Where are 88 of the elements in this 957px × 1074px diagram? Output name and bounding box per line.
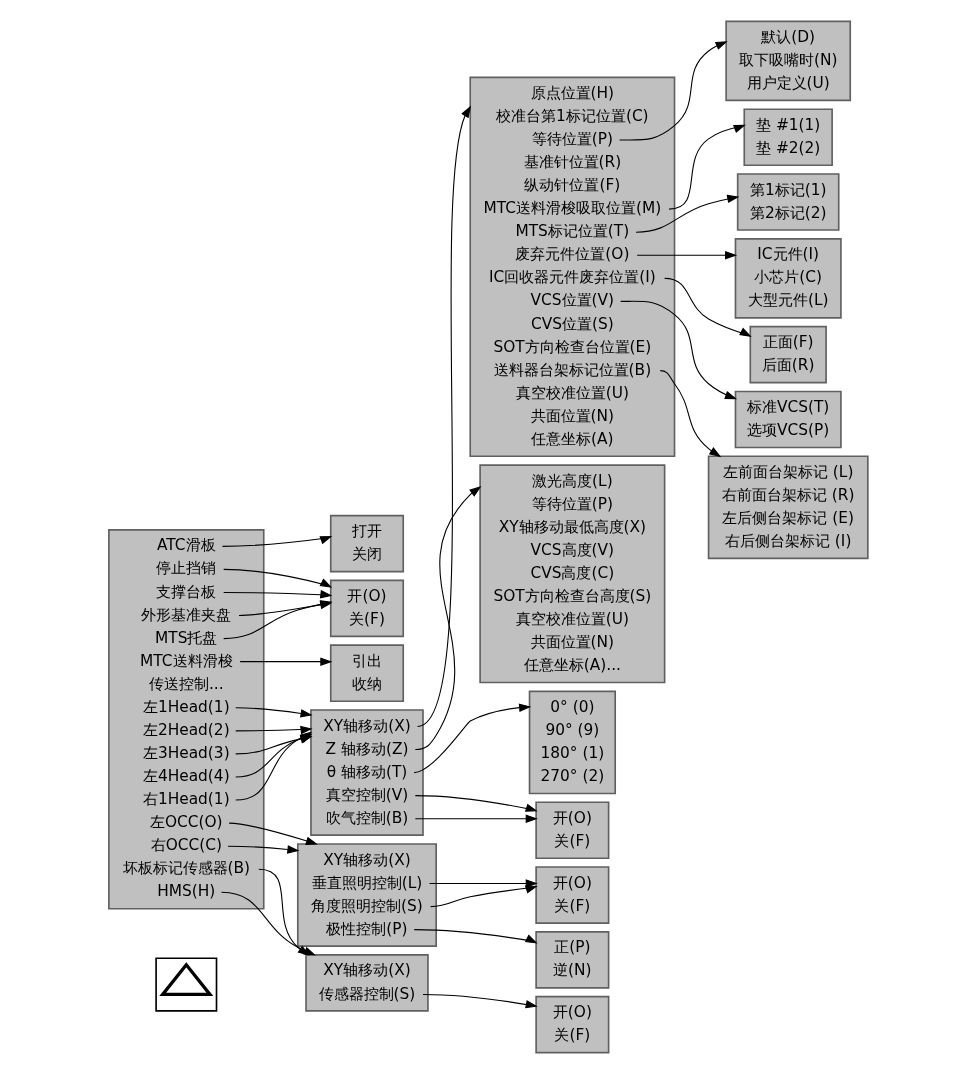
node-text: 垫 #2(2): [756, 138, 821, 157]
node-text: 右OCC(C): [150, 836, 222, 855]
node-text: 左后侧台架标记 (E): [722, 508, 854, 527]
node-text: XY轴移动(X): [323, 716, 411, 735]
node-text: 激光高度(L): [532, 471, 613, 490]
node-text: 开(O): [552, 1003, 592, 1022]
node-text: 开(O): [552, 808, 592, 827]
node-text: 收纳: [351, 674, 382, 693]
node-text: 垂直照明控制(L): [311, 873, 423, 892]
node-text: 任意坐标(A)...: [523, 656, 621, 675]
node-text: SOT方向检查台位置(E): [493, 337, 652, 356]
node-text: 用户定义(U): [746, 74, 830, 92]
node-text: 纵动针位置(F): [524, 176, 621, 195]
node-text: 开(O): [347, 586, 387, 605]
node-text: 左2Head(2): [142, 720, 230, 739]
node-text: 第1标记(1): [749, 180, 827, 199]
node-text: 关(F): [554, 896, 591, 915]
node-text: 共面位置(N): [530, 633, 615, 652]
node-text: XY轴移动最低高度(X): [498, 517, 647, 536]
node-text: 默认(D): [761, 27, 816, 46]
node-text: 垫 #1(1): [756, 115, 821, 134]
node-text: ATC滑板: [157, 536, 216, 555]
node-text: CVS高度(C): [530, 563, 615, 582]
node-text: 270° (2): [540, 767, 605, 786]
node-text: 停止挡销: [156, 559, 217, 578]
node-text: 真空校准位置(U): [515, 383, 629, 402]
node-text: 正(P): [554, 938, 591, 957]
node-text: 左3Head(3): [142, 743, 230, 762]
node-text: MTC送料滑梭吸取位置(M): [483, 199, 662, 218]
node-text: 标准VCS(T): [747, 398, 830, 417]
node-text: CVS位置(S): [531, 314, 614, 333]
node-text: 极性控制(P): [326, 919, 408, 938]
node-text: 左1Head(1): [142, 697, 230, 716]
node-text: θ 轴移动(T): [326, 762, 408, 781]
node-text: 基准针位置(R): [523, 153, 622, 172]
node-text: MTS标记位置(T): [515, 222, 630, 241]
node-text: 等待位置(P): [531, 494, 613, 513]
node-text: 支撑台板: [156, 582, 217, 601]
node-text: 角度照明控制(S): [311, 896, 423, 915]
node-text: 小芯片(C): [754, 268, 823, 287]
node-text: 取下吸嘴时(N): [738, 50, 838, 69]
node-text: 右1Head(1): [142, 790, 230, 809]
node-text: VCS高度(V): [530, 540, 615, 559]
node-text: 左OCC(O): [149, 813, 223, 832]
node-text: 共面位置(N): [530, 406, 615, 425]
node-text: 等待位置(P): [531, 130, 613, 149]
node-text: 关(F): [554, 1026, 591, 1045]
node-text: 传感器控制(S): [318, 984, 416, 1003]
node-text: MTC送料滑梭: [140, 651, 233, 670]
node-text: 引出: [351, 651, 382, 670]
node-text: 第2标记(2): [749, 203, 827, 222]
node-text: 后面(R): [761, 356, 815, 375]
node-text: 0° (0): [550, 697, 595, 716]
node-text: 外形基准夹盘: [141, 605, 232, 624]
node-text: 大型元件(L): [747, 291, 829, 310]
node-text: 吹气控制(B): [325, 808, 409, 827]
node-text: VCS位置(V): [530, 291, 615, 310]
node-text: 坏板标记传感器(B): [122, 859, 251, 878]
node-text: XY轴移动(X): [323, 850, 411, 869]
node-text: IC元件(I): [757, 245, 820, 264]
node-text: 传送控制...: [148, 674, 224, 693]
node-text: 右后侧台架标记 (I): [724, 532, 852, 551]
node-text: HMS(H): [157, 882, 216, 901]
node-text: 右前面台架标记 (R): [721, 485, 855, 504]
node-text: 选项VCS(P): [747, 421, 830, 440]
node-text: 开(O): [552, 873, 592, 892]
node-text: 真空校准位置(U): [515, 609, 629, 628]
node-text: 90° (9): [545, 720, 600, 739]
node-text: IC回收器元件废弃位置(I): [488, 268, 656, 287]
node-text: XY轴移动(X): [323, 961, 411, 980]
node-text: 正面(F): [762, 333, 814, 352]
node-text: 关(F): [554, 831, 591, 850]
node-text: 打开: [351, 522, 382, 541]
node-text: Z 轴移动(Z): [325, 739, 409, 758]
node-text: 校准台第1标记位置(C): [496, 106, 649, 125]
node-text: 废弃元件位置(O): [515, 245, 630, 264]
node-text: 关闭: [351, 545, 382, 564]
node-text: 原点位置(H): [530, 83, 615, 102]
node-text: 真空控制(V): [325, 785, 409, 804]
node-text: 左前面台架标记 (L): [722, 462, 854, 481]
node-text: SOT方向检查台高度(S): [493, 586, 652, 605]
node-text: MTS托盘: [155, 628, 218, 647]
node-text: 关(F): [349, 609, 385, 628]
node-text: 逆(N): [553, 961, 592, 980]
node-text: 送料器台架标记位置(B): [493, 360, 652, 379]
node-text: 180° (1): [540, 743, 605, 762]
node-text: 左4Head(4): [142, 767, 230, 786]
node-text: 任意坐标(A): [531, 429, 614, 448]
